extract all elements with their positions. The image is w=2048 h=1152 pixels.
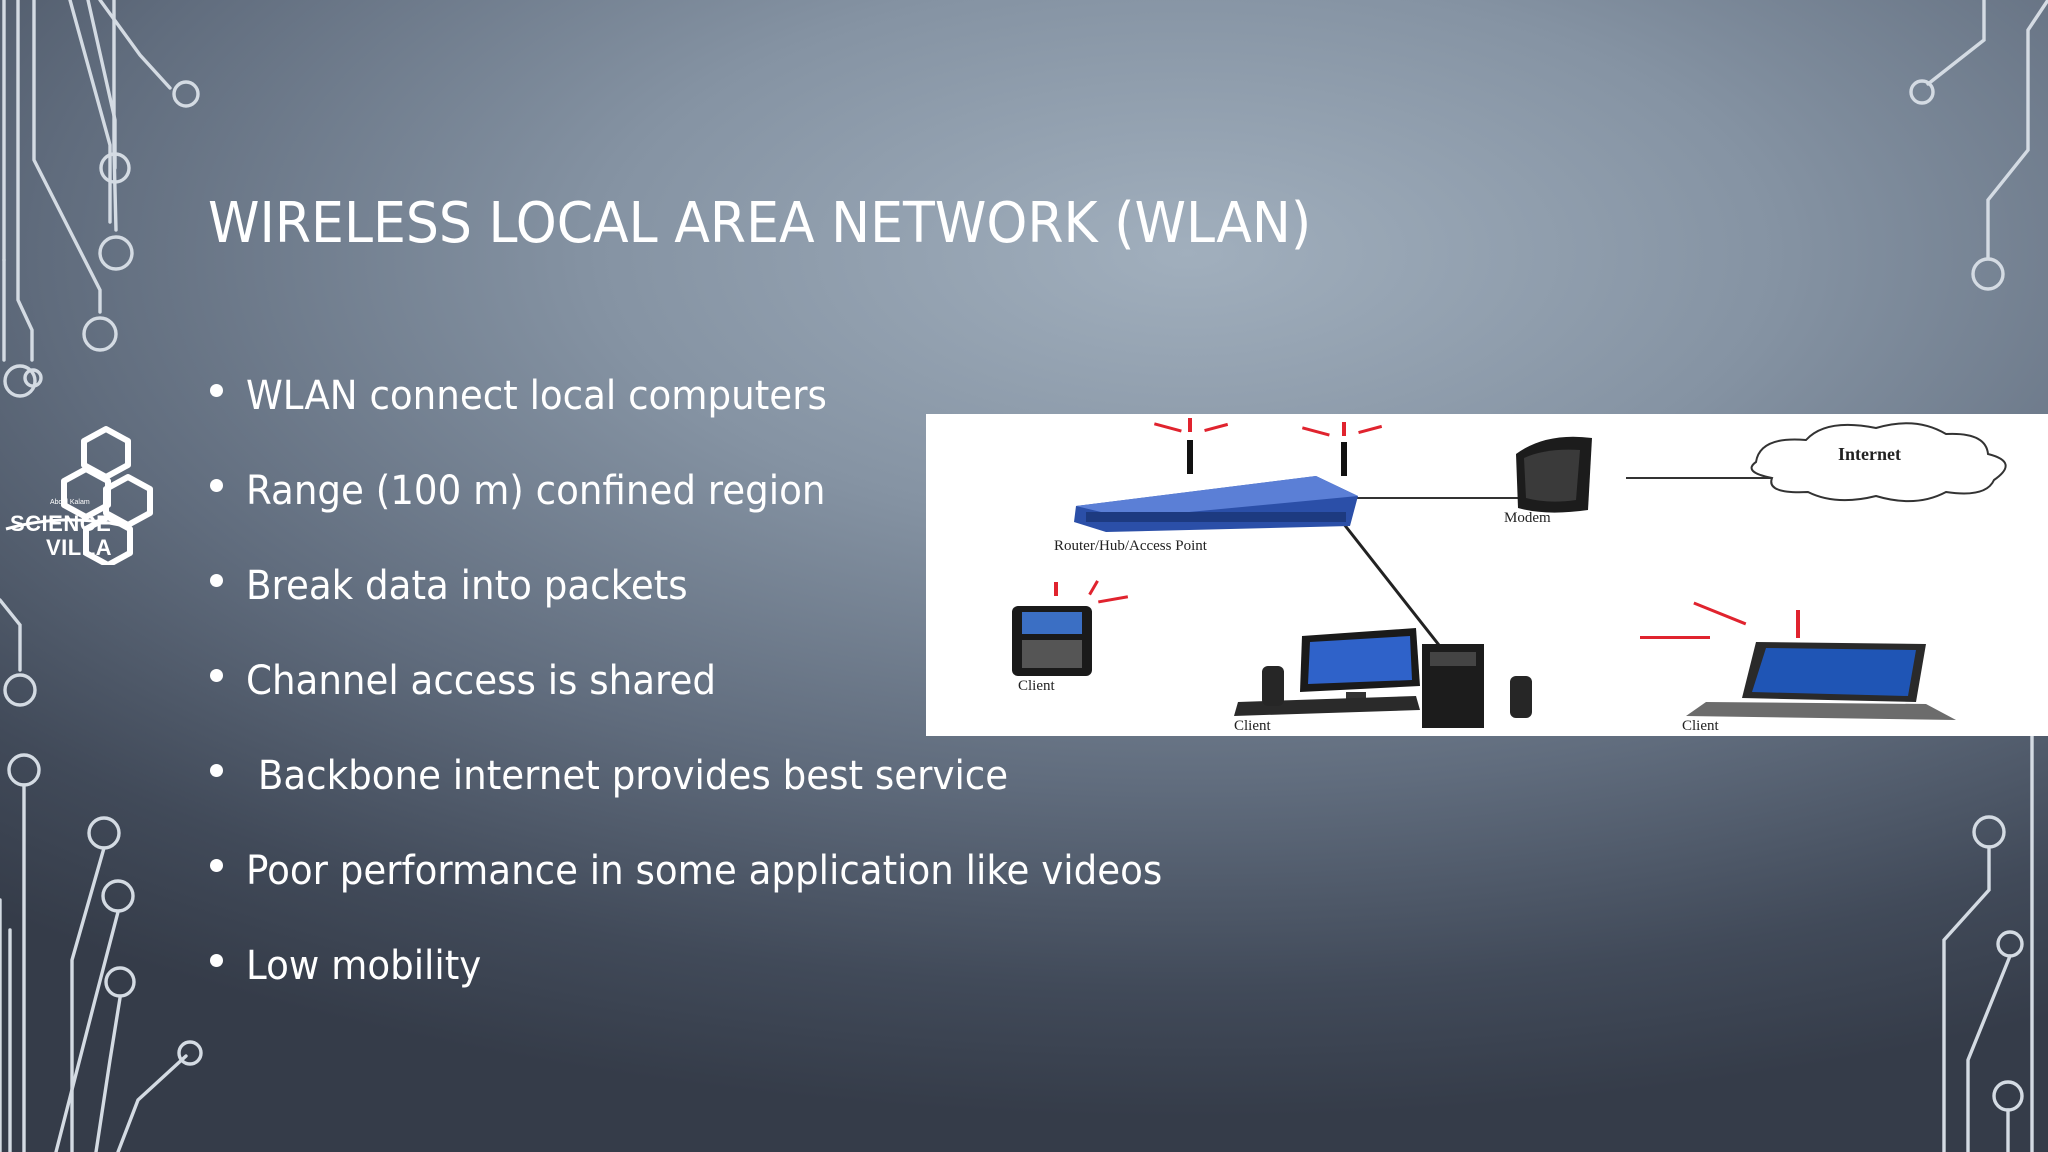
bullet-item: Channel access is shared [208,653,1231,748]
bullet-item: Range (100 m) confined region [208,463,1231,558]
bullet-item: Poor performance in some application lik… [208,843,1231,938]
bullet-dot-icon [210,384,223,397]
bullet-item: Backbone internet provides best service [208,748,1231,843]
bullet-item: Break data into packets [208,558,1231,653]
circuit-decoration-right [1909,0,2048,1152]
client-laptop-label: Client [1682,718,1719,734]
logo-text-science: SCIENCE [10,511,112,536]
phone-signal-icon [1054,580,1129,604]
router-icon [1074,418,1383,532]
bullet-list: WLAN connect local computers Range (100 … [208,368,1231,1033]
modem-label: Modem [1504,510,1551,526]
client-desktop-label: Client [1234,718,1271,734]
internet-cloud-icon [1750,422,2007,503]
phone-icon [1012,580,1129,676]
bullet-dot-icon [210,954,223,967]
bullet-dot-icon [210,764,223,777]
laptop-icon [1640,601,1956,720]
bullet-item: Low mobility [208,938,1231,1033]
internet-label: Internet [1838,444,1901,464]
laptop-signal-icon [1640,601,1800,639]
bullet-item: WLAN connect local computers [208,368,1231,463]
bullet-dot-icon [210,669,223,682]
bullet-dot-icon [210,859,223,872]
network-diagram-svg: Router/Hub/Access Point Modem Internet C… [1012,418,2007,734]
logo-tagline: Abdul Kalam [50,499,90,506]
logo-text-villa: VILLA [46,535,113,560]
bullet-dot-icon [210,479,223,492]
wlan-network-diagram: Router/Hub/Access Point Modem Internet C… [926,414,2048,736]
client-phone-label: Client [1018,678,1055,694]
modem-icon [1516,436,1592,513]
desktop-computer-icon [1234,628,1532,728]
bullet-dot-icon [210,574,223,587]
router-signal-icon [1153,418,1383,437]
slide-title: WIRELESS LOCAL AREA NETWORK (WLAN) [208,191,1312,256]
circuit-decoration-left [0,0,203,1152]
router-label: Router/Hub/Access Point [1054,538,1208,554]
science-villa-logo: Abdul Kalam SCIENCE VILLA [2,425,174,568]
